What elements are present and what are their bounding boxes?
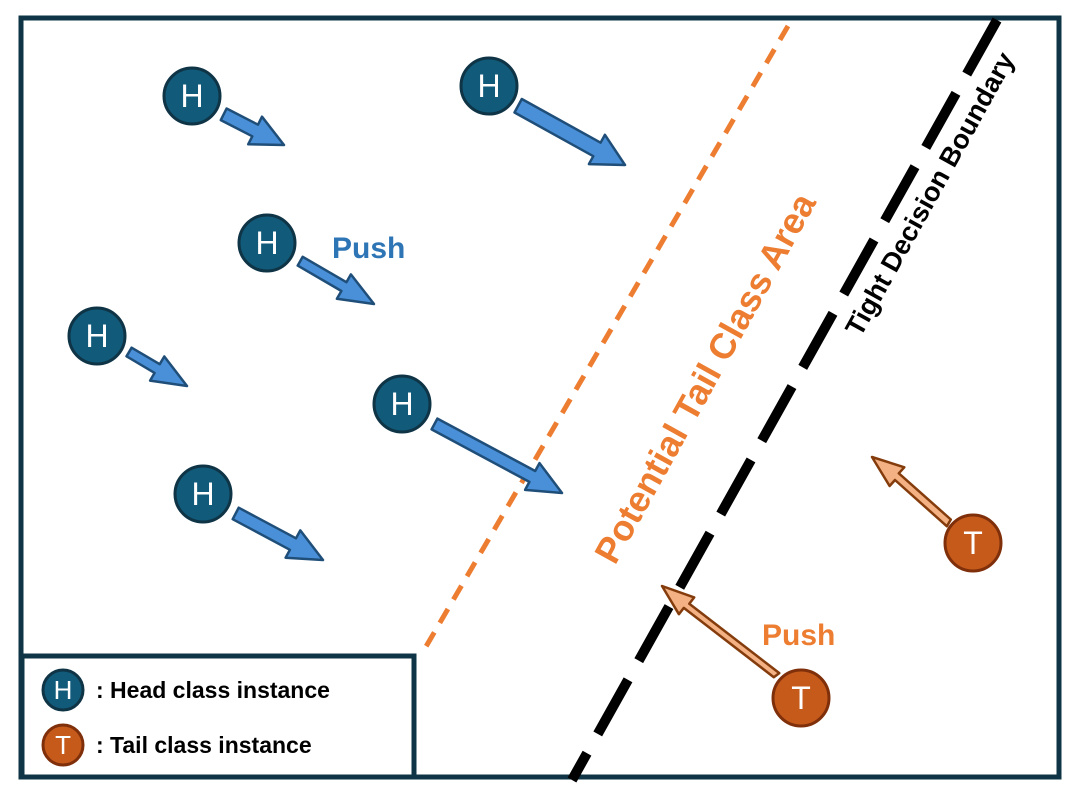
head-push-label: Push <box>332 232 405 265</box>
head-push-arrow <box>513 97 627 167</box>
tail-node-letter: T <box>963 525 983 561</box>
head-node-letter: H <box>477 68 500 104</box>
tail-class-instance: T <box>771 668 831 728</box>
head-node-letter: H <box>255 225 278 261</box>
head-push-arrow <box>430 417 564 495</box>
legend-tail-icon: T <box>41 723 85 767</box>
tail-node-letter: T <box>791 680 811 716</box>
head-class-instance: H <box>237 213 297 273</box>
tail-push-arrow <box>660 584 781 679</box>
head-push-arrow <box>296 255 376 306</box>
head-class-instance: H <box>173 464 233 524</box>
tail-push-label: Push <box>762 619 835 652</box>
head-push-arrow <box>219 107 286 147</box>
legend-head-letter: H <box>54 675 73 705</box>
decision-boundary-line <box>567 17 1002 783</box>
legend-tail-text: : Tail class instance <box>96 732 312 758</box>
legend-box <box>19 653 417 780</box>
tail-class-instance: T <box>943 513 1003 573</box>
head-class-instance: H <box>459 56 519 116</box>
head-push-arrow <box>231 506 325 562</box>
legend-head-icon: H <box>41 668 85 712</box>
head-class-instance: H <box>372 374 432 434</box>
head-node-letter: H <box>191 476 214 512</box>
head-node-letter: H <box>85 318 108 354</box>
legend-tail-letter: T <box>55 730 71 760</box>
diagram-frame <box>18 15 1062 780</box>
head-class-instance: H <box>162 66 222 126</box>
head-push-arrow <box>125 346 189 388</box>
head-push-arrows <box>125 97 627 562</box>
tail-region-line <box>421 24 791 652</box>
legend-head-text: : Head class instance <box>96 677 330 703</box>
legend: H : Head class instance T : Tail class i… <box>19 653 417 780</box>
tail-push-arrows <box>660 455 953 679</box>
tail-push-arrow <box>870 455 953 528</box>
head-node-letter: H <box>390 386 413 422</box>
head-class-instance: H <box>67 306 127 366</box>
head-node-letter: H <box>180 78 203 114</box>
